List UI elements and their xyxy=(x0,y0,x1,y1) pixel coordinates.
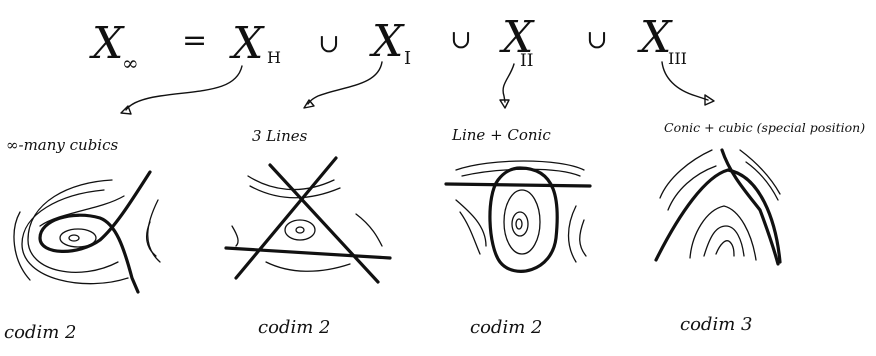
arrow-i xyxy=(308,62,382,104)
sketch-three-lines xyxy=(226,158,390,282)
codim-label-cubics: codim 2 xyxy=(4,322,76,343)
equals-sign: = xyxy=(182,23,207,58)
codim-label-conic-cubic: codim 3 xyxy=(680,314,752,335)
sketch-conic-cubic xyxy=(656,150,780,264)
equation-lhs: X xyxy=(89,18,125,69)
sketch-nodal-cubic xyxy=(14,172,160,292)
union-symbol-1: ∪ xyxy=(318,29,340,59)
codim-label-three-lines: codim 2 xyxy=(258,317,330,338)
union-symbol-3: ∪ xyxy=(586,25,608,55)
codim-label-line-conic: codim 2 xyxy=(470,317,542,338)
panel-label-conic-cubic: Conic + cubic (special position) xyxy=(664,120,865,135)
panel-label-three-lines: 3 Lines xyxy=(252,127,308,145)
term-x-h-subscript: H xyxy=(267,48,281,67)
arrow-ii xyxy=(503,64,514,102)
panel-label-line-conic: Line + Conic xyxy=(451,126,551,144)
sketch-line-conic xyxy=(446,161,590,271)
term-x-ii-subscript: II xyxy=(520,51,533,71)
term-x-i: X xyxy=(369,16,405,67)
arrows xyxy=(121,62,714,114)
term-x-i-subscript: I xyxy=(404,48,411,69)
arrow-h xyxy=(126,66,242,110)
term-x-iii-subscript: III xyxy=(668,49,687,68)
equation: X ∞ = X H ∪ X I ∪ X II ∪ X III xyxy=(89,12,687,75)
panel-label-cubics: ∞-many cubics xyxy=(6,136,118,154)
equation-lhs-subscript: ∞ xyxy=(122,51,139,75)
union-symbol-2: ∪ xyxy=(450,25,472,55)
arrowhead-i xyxy=(304,100,314,108)
term-x-h: X xyxy=(229,18,265,69)
